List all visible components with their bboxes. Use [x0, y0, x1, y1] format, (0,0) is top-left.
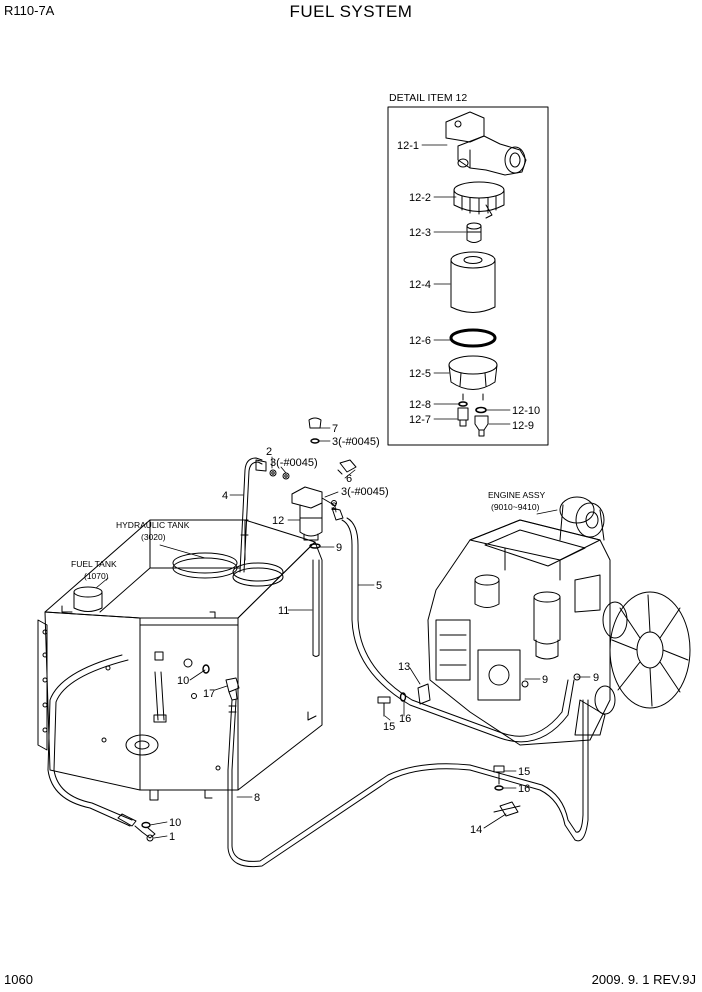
engine-assembly	[427, 496, 691, 746]
fuel-hose-8	[227, 699, 589, 868]
callout-9-c: 9	[593, 672, 599, 684]
washer-3-left	[282, 472, 290, 480]
callout-13: 13	[398, 661, 410, 673]
sensor-12-9	[474, 406, 489, 437]
callout-12-1: 12-1	[397, 140, 419, 152]
callout-17: 17	[203, 688, 215, 700]
hydraulic-tank-name: HYDRAULIC TANK	[116, 520, 190, 530]
page-title: FUEL SYSTEM	[289, 2, 413, 21]
callout-3-a: 3(-#0045)	[332, 436, 380, 448]
fuel-tank-code: (1070)	[84, 571, 109, 581]
filter-head-12-1	[445, 111, 527, 176]
callout-2-a: 2	[266, 446, 272, 458]
bolt-15-upper	[377, 692, 407, 717]
callout-12-4: 12-4	[409, 279, 431, 291]
callout-12-9: 12-9	[512, 420, 534, 432]
callout-7: 7	[332, 423, 338, 435]
callout-10-a: 10	[177, 675, 189, 687]
callout-2-b: 2	[331, 501, 337, 513]
callout-12-7: 12-7	[409, 414, 431, 426]
fitting-2-right	[331, 500, 344, 521]
engine-name: ENGINE ASSY	[488, 490, 545, 500]
assembly-labels: HYDRAULIC TANK (3020) FUEL TANK (1070) E…	[71, 490, 545, 581]
callout-12-5: 12-5	[409, 368, 431, 380]
callout-14: 14	[470, 824, 482, 836]
callout-12-10: 12-10	[512, 405, 540, 417]
model-code: R110-7A	[4, 3, 55, 18]
callout-5: 5	[376, 580, 382, 592]
callout-12: 12	[272, 515, 284, 527]
page-number: 1060	[4, 972, 33, 987]
callout-4: 4	[222, 490, 228, 502]
filter-bowl-12-5	[448, 355, 498, 401]
tank-body	[37, 519, 323, 801]
callout-6: 6	[346, 473, 352, 485]
leader-lines	[95, 427, 591, 839]
callout-16-b: 16	[518, 783, 530, 795]
fuel-filter-12	[291, 486, 335, 549]
fuel-hose-5	[341, 517, 575, 743]
clamp-14	[493, 801, 521, 817]
callout-16-a: 16	[399, 713, 411, 725]
o-ring-12-6	[449, 328, 497, 348]
clamp-13	[417, 683, 431, 705]
filter-ring-12-2	[453, 181, 505, 219]
fuel-tank-name: FUEL TANK	[71, 559, 117, 569]
callout-15-a: 15	[383, 721, 395, 733]
detail-leaders	[421, 144, 511, 425]
filter-nipple-12-3	[466, 222, 482, 243]
callout-12-8: 12-8	[409, 399, 431, 411]
callout-12-2: 12-2	[409, 192, 431, 204]
callout-3-c: 3(-#0045)	[341, 486, 389, 498]
fitting-6	[337, 459, 357, 475]
detail-box	[387, 106, 549, 446]
callout-8: 8	[254, 792, 260, 804]
fitting-17	[225, 677, 240, 701]
washer-10-upper	[202, 664, 210, 674]
callout-12-6: 12-6	[409, 335, 431, 347]
drain-plug-12-7	[457, 401, 469, 427]
callout-3-b: 3(-#0045)	[270, 457, 318, 469]
callout-11: 11	[278, 605, 289, 617]
detail-title: DETAIL ITEM 12	[389, 92, 467, 104]
callout-10-b: 10	[169, 817, 181, 829]
bolt-15-lower	[493, 765, 505, 791]
callout-15-b: 15	[518, 766, 530, 778]
fuel-hose-4	[239, 457, 263, 573]
engine-code: (9010~9410)	[491, 502, 540, 512]
hydraulic-tank-code: (3020)	[141, 532, 166, 542]
pipe-11	[312, 559, 320, 657]
fitting-2-left	[255, 459, 277, 477]
plug-7	[308, 417, 322, 444]
detail-callouts: 12-1 12-2 12-3 12-4 12-6 12-5 12-8 12-10…	[397, 140, 540, 432]
revision-date: 2009. 9. 1 REV.9J	[591, 972, 696, 987]
drain-hose	[47, 654, 156, 842]
callout-1: 1	[169, 831, 175, 843]
main-callouts: 7 3(-#0045) 2 3(-#0045) 6 4 3(-#0045) 2 …	[169, 423, 599, 843]
callout-9-a: 9	[336, 542, 342, 554]
callout-9-b: 9	[542, 674, 548, 686]
callout-12-3: 12-3	[409, 227, 431, 239]
filter-cartridge-12-4	[450, 251, 496, 313]
